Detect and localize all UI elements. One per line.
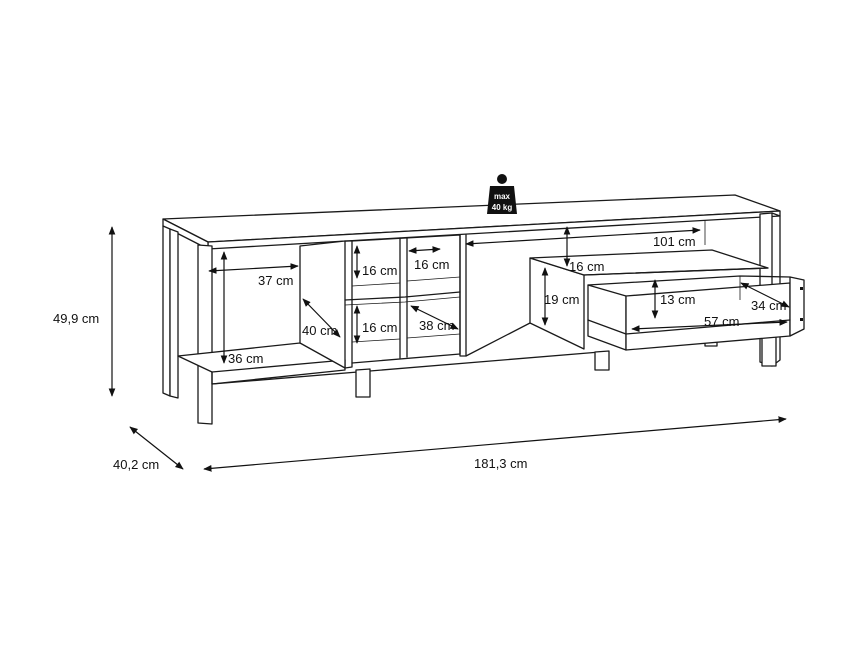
cube-top-width-line [408, 246, 441, 254]
label-right-upper-height: 16 cm [569, 259, 604, 274]
cubby-middle-shelf [344, 291, 461, 301]
cubby-bottom-line-2 [406, 333, 461, 339]
rear-left-leg-side [169, 228, 179, 399]
front-left-leg [197, 244, 213, 425]
label-cube-bottom-height: 16 cm [362, 320, 397, 335]
cubby-top-shelf-line-2 [406, 276, 461, 282]
label-width-total: 181,3 cm [474, 456, 527, 471]
label-height-total: 49,9 cm [53, 311, 99, 326]
middle-leg [355, 368, 371, 398]
weight-max-label: max [494, 192, 511, 201]
cube-depth-line [410, 305, 459, 330]
right-compartment-floor [465, 322, 531, 357]
drawer-front-panel [789, 276, 805, 337]
label-left-height: 36 cm [228, 351, 263, 366]
inner-shelf-front [583, 267, 769, 276]
tv-stand-body [162, 194, 805, 425]
drawer-screw-1 [800, 287, 803, 290]
left-width-line [208, 263, 299, 274]
drawer-screw-2 [800, 318, 803, 321]
bottom-rail [211, 351, 601, 385]
left-depth-line [302, 298, 341, 338]
label-drawer-depth: 34 cm [751, 298, 786, 313]
label-left-depth: 40 cm [302, 323, 337, 338]
label-cube-top-width: 16 cm [414, 257, 449, 272]
label-cube-depth: 38 cm [419, 318, 454, 333]
label-left-width: 37 cm [258, 273, 293, 288]
right-divider [459, 234, 467, 357]
cubby-middle-shelf-edge [344, 296, 461, 306]
dimension-labels: 49,9 cm 40,2 cm 181,3 cm 37 cm 36 cm 40 … [53, 234, 786, 472]
width-dimension-line [203, 416, 787, 472]
weight-value-label: 40 kg [492, 203, 513, 212]
label-cube-top-height: 16 cm [362, 263, 397, 278]
drawer-side [587, 284, 627, 351]
right-width-line [465, 227, 701, 247]
label-drawer-width: 57 cm [704, 314, 739, 329]
cubby-top-shelf-line [351, 282, 401, 287]
label-drawer-front-height: 19 cm [544, 292, 579, 307]
drawer-depth-line [740, 282, 790, 308]
rear-left-leg [162, 225, 171, 397]
label-drawer-inner-height: 13 cm [660, 292, 695, 307]
depth-dimension-line [129, 426, 184, 470]
dimension-lines [108, 226, 790, 472]
weight-icon: max 40 kg [487, 174, 517, 214]
right-middle-leg [594, 350, 610, 371]
label-right-width: 101 cm [653, 234, 696, 249]
cubby-bottom-line [351, 338, 401, 343]
left-divider-front [344, 240, 353, 369]
label-depth-total: 40,2 cm [113, 457, 159, 472]
drawer-width-line [631, 318, 788, 333]
